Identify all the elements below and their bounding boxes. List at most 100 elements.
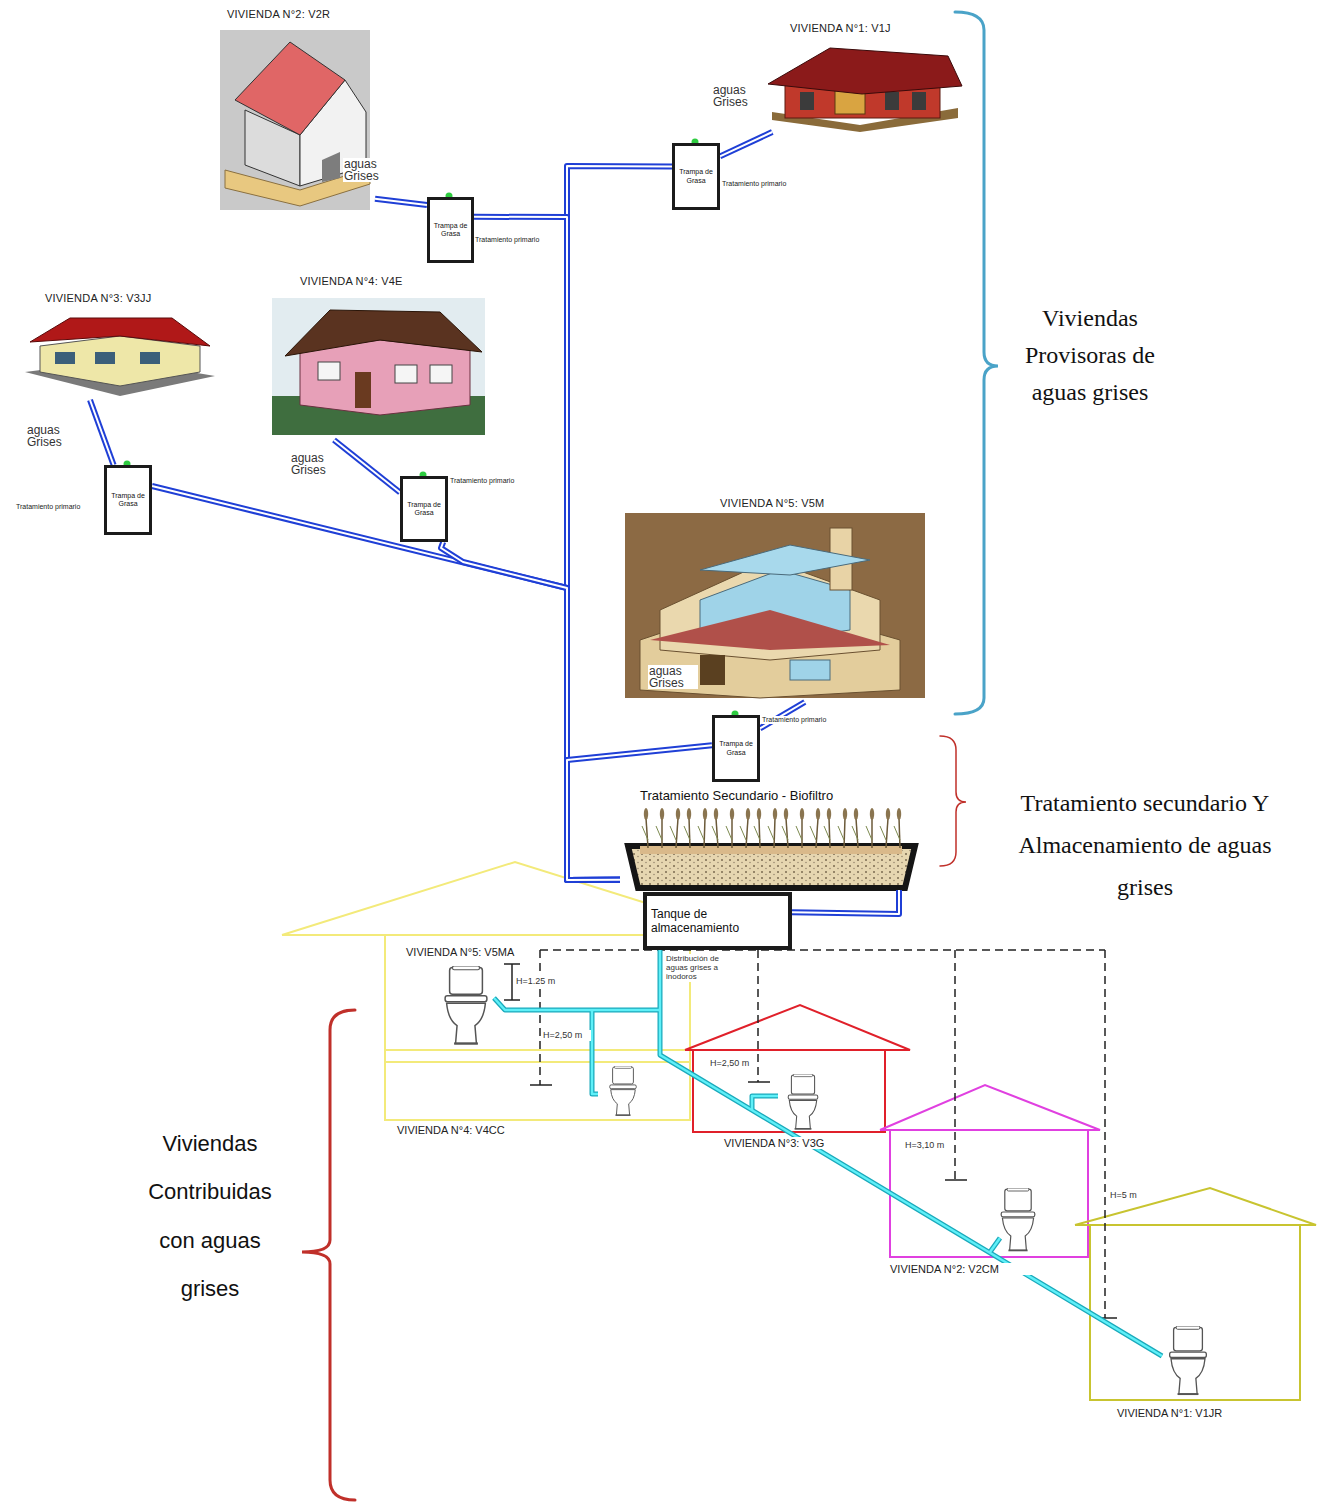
reed-plants xyxy=(730,808,734,820)
box-label: Trampa de Grasa xyxy=(109,492,147,508)
reed-plants xyxy=(784,808,788,820)
pipe-outline xyxy=(334,440,400,493)
grey-water-pipe xyxy=(567,745,712,880)
distribution-pipe xyxy=(494,950,1162,1356)
biofilter-basin xyxy=(640,846,902,854)
distribution-pipe xyxy=(494,998,660,1010)
reed-plants xyxy=(838,826,844,840)
distribution-pipe xyxy=(592,1010,598,1094)
pipe-label: aguas Grises xyxy=(290,452,340,476)
house-illustration xyxy=(40,336,200,386)
reed-plants xyxy=(871,818,873,848)
pipe-core xyxy=(567,745,712,880)
distribution-pipe xyxy=(990,1238,1000,1252)
reed-plants xyxy=(894,826,900,840)
reed-plants xyxy=(714,808,718,820)
height-dimension: H=3,10 m xyxy=(905,1140,953,1151)
pipe-label: aguas Grises xyxy=(648,665,698,689)
lid-dot xyxy=(124,139,739,718)
pipe-core xyxy=(90,400,114,465)
house-label-node: VIVIENDA N°1: V1JR xyxy=(1115,1407,1265,1419)
house-illustration xyxy=(768,48,962,132)
reed-plants xyxy=(644,808,648,820)
house-outline xyxy=(1090,1225,1300,1400)
height-reference xyxy=(539,950,541,1085)
stage-note: Tratamiento primario xyxy=(475,236,560,244)
house-node: VIVIENDA N°4: V4E xyxy=(268,275,488,440)
distribution-pipe xyxy=(494,998,660,1010)
grey-water-pipe xyxy=(792,890,899,914)
reed-plants xyxy=(754,826,760,840)
pipe-core xyxy=(441,542,620,880)
node-heading: Tratamiento Secundario - Biofiltro xyxy=(640,788,920,803)
reed-plants xyxy=(703,808,707,820)
reed-plants xyxy=(844,818,845,848)
reed-plants xyxy=(854,808,858,820)
box-label: Tanque de almacenamiento xyxy=(651,907,784,936)
toilet-symbol xyxy=(788,1074,818,1129)
node-heading: VIVIENDA N°1: V1J xyxy=(790,22,967,34)
house-label-node: VIVIENDA N°3: V3G xyxy=(722,1137,862,1149)
pipe-core xyxy=(375,199,427,205)
reed-plants xyxy=(661,818,663,848)
stage-note: Tratamiento primario xyxy=(722,180,812,188)
height-dimension: H=5 m xyxy=(1110,1190,1156,1201)
distribution-pipe xyxy=(494,950,1162,1356)
pipe-outline xyxy=(567,745,712,880)
height-reference xyxy=(511,964,513,1000)
grey-water-pipe xyxy=(152,486,620,880)
reed-plants xyxy=(746,818,748,848)
house-illustration xyxy=(430,365,452,383)
house-label-node: VIVIENDA N°5: V5MA xyxy=(404,946,534,958)
pipe-label: aguas Grises xyxy=(26,424,76,448)
house-illustration xyxy=(235,42,345,135)
stage-note: Tratamiento primario xyxy=(762,716,847,724)
reed-plants xyxy=(824,826,830,840)
reed-plants xyxy=(740,826,746,840)
toilet-symbol xyxy=(1170,1326,1207,1394)
house-illustration xyxy=(55,352,75,364)
house-outline xyxy=(685,1005,910,1050)
pipe-core xyxy=(334,440,400,493)
reed-plants xyxy=(829,818,830,848)
house-illustration xyxy=(30,318,210,346)
toilet-symbol xyxy=(445,966,1206,1394)
house-illustration xyxy=(768,48,962,94)
pipe-core xyxy=(474,217,620,880)
grey-water-pipe xyxy=(90,400,114,465)
pipe-core xyxy=(720,132,772,156)
height-reference xyxy=(748,1081,770,1083)
house-outline xyxy=(385,1061,690,1063)
height-reference xyxy=(504,950,1117,1318)
reed-plants xyxy=(852,826,858,840)
house-illustration xyxy=(790,660,830,680)
box-label: Trampa de Grasa xyxy=(677,168,715,184)
house-outline xyxy=(385,935,690,1120)
reed-plants xyxy=(757,808,761,820)
reed-plants xyxy=(670,826,676,840)
bracket xyxy=(302,12,998,1500)
pipe-outline xyxy=(792,890,899,914)
distribution-pipe xyxy=(990,1238,1000,1252)
biofilter-node: Tratamiento Secundario - Biofiltro xyxy=(620,788,920,890)
distribution-pipe xyxy=(660,950,1162,1356)
house-illustration xyxy=(355,372,371,408)
reed-plants xyxy=(886,808,890,820)
house-illustration xyxy=(700,655,725,685)
reed-plants xyxy=(886,818,888,848)
reed-plants xyxy=(897,808,901,820)
height-reference xyxy=(504,999,520,1001)
node-heading: VIVIENDA N°5: V5M xyxy=(720,497,928,509)
reed-plants xyxy=(676,818,678,848)
house-outline xyxy=(880,1085,1100,1130)
house-illustration xyxy=(272,298,485,435)
reed-plants xyxy=(656,826,662,840)
house-illustration xyxy=(625,513,925,698)
grey-water-pipe xyxy=(441,542,620,880)
bracket xyxy=(940,736,966,866)
pipe-outline xyxy=(720,132,772,156)
toilet-symbol xyxy=(1001,1188,1035,1250)
pipe-label: aguas Grises xyxy=(712,84,762,108)
